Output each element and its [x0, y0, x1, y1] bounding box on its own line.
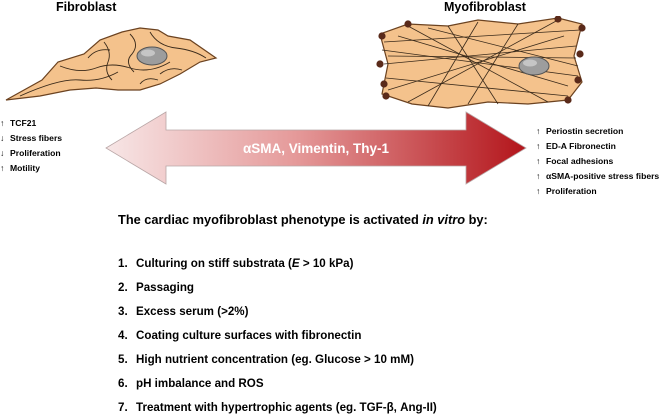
list-item: ↑αSMA-positive stress fibers	[536, 171, 660, 181]
step-text: Treatment with hypertrophic agents (eg. …	[136, 401, 437, 414]
step-text: Culturing on stiff substrata (	[136, 257, 292, 270]
step-text: > 10 kPa)	[299, 257, 354, 270]
fibroblast-changes-list: ↑TCF21 ↓Stress fibers ↓Proliferation ↑Mo…	[0, 116, 62, 176]
activation-steps-list: 1. Culturing on stiff substrata (E > 10 k…	[118, 252, 437, 420]
list-item: ↑ED-A Fibronectin	[536, 141, 616, 151]
myofibroblast-title: Myofibroblast	[444, 0, 526, 14]
fibroblast-title: Fibroblast	[56, 0, 117, 14]
step-item: 1. Culturing on stiff substrata (E > 10 k…	[118, 252, 437, 276]
myofibroblast-cell-illustration	[376, 16, 586, 109]
step-number: 1.	[118, 257, 128, 270]
step-item: 4. Coating culture surfaces with fibronec…	[118, 324, 437, 348]
step-item: 2. Passaging	[118, 276, 437, 300]
list-item: ↑Motility	[0, 163, 41, 173]
activation-heading: The cardiac myofibroblast phenotype is a…	[118, 212, 488, 227]
step-text: Coating culture surfaces with fibronecti…	[136, 329, 362, 342]
step-number: 2.	[118, 281, 128, 294]
fibroblast-cell-illustration	[5, 27, 218, 101]
step-text: pH imbalance and ROS	[136, 377, 264, 390]
list-item: ↓Proliferation	[0, 148, 61, 158]
step-text: Passaging	[136, 281, 194, 294]
fibroblast-fibers	[19, 31, 207, 97]
myofibroblast-changes-list: ↑Periostin secretion ↑ED-A Fibronectin ↑…	[536, 124, 659, 199]
fibroblast-nucleus	[136, 46, 168, 66]
step-number: 3.	[118, 305, 128, 318]
step-number: 4.	[118, 329, 128, 342]
list-item: ↑Focal adhesions	[536, 156, 614, 166]
step-item: 6. pH imbalance and ROS	[118, 372, 437, 396]
list-item: ↓Stress fibers	[0, 133, 63, 143]
step-text: E	[291, 257, 300, 270]
step-number: 7.	[118, 401, 128, 414]
step-number: 5.	[118, 353, 128, 366]
step-item: 5. High nutrient concentration (eg. Gluco…	[118, 348, 437, 372]
fibroblast-cell-body	[5, 27, 218, 101]
focal-adhesion-dots	[376, 16, 586, 104]
step-text: Excess serum (>2%)	[136, 305, 249, 318]
step-item: 3. Excess serum (>2%)	[118, 300, 437, 324]
step-text: High nutrient concentration (eg. Glucose…	[136, 353, 414, 366]
arrow-label: αSMA, Vimentin, Thy-1	[243, 141, 390, 156]
myofibroblast-nucleus	[518, 56, 550, 76]
transition-double-arrow: αSMA, Vimentin, Thy-1	[105, 111, 527, 185]
step-item: 7. Treatment with hypertrophic agents (eg…	[118, 396, 437, 420]
step-number: 6.	[118, 377, 128, 390]
list-item: ↑Periostin secretion	[536, 126, 624, 136]
list-item: ↑TCF21	[0, 118, 37, 128]
list-item: ↑Proliferation	[536, 186, 597, 196]
